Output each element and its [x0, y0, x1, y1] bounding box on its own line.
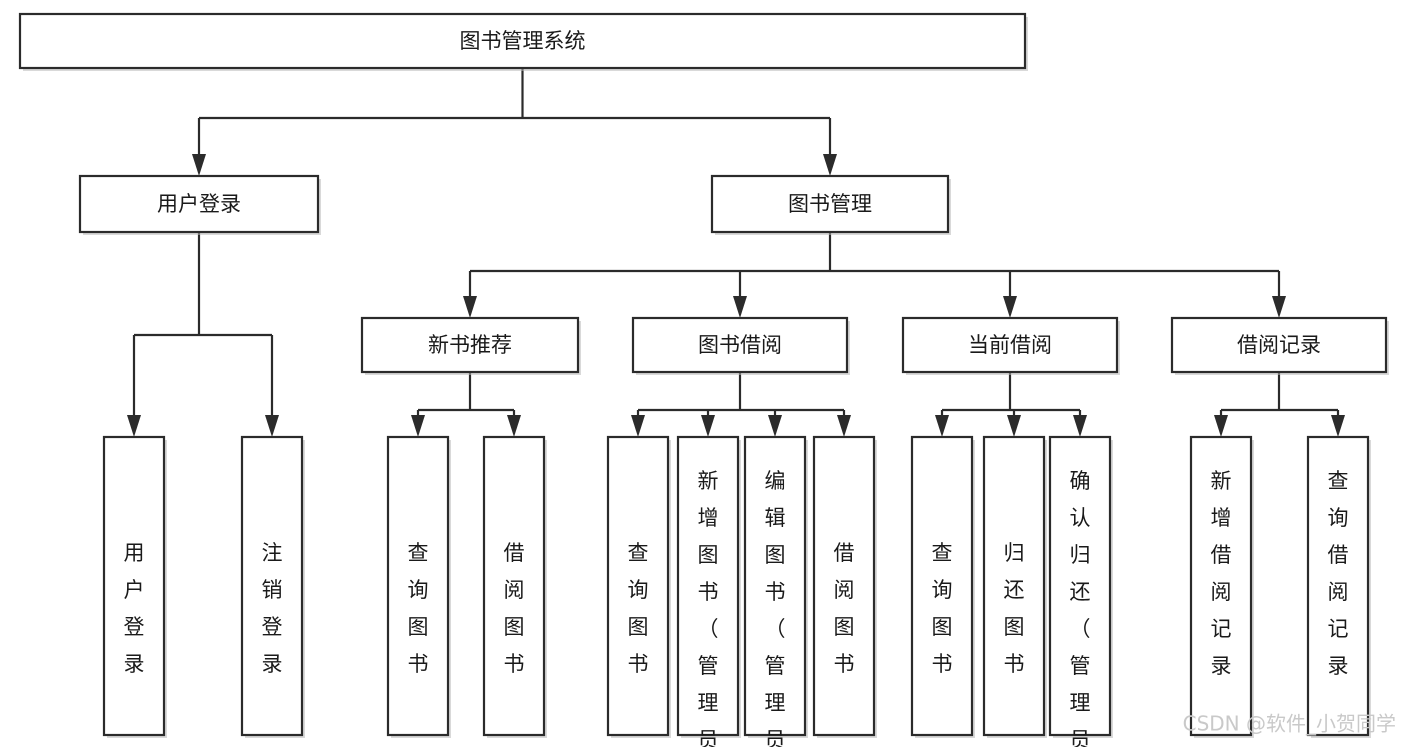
node-box-leaf-logout[interactable] [240, 435, 304, 737]
node-box-leaf-edit-book-admin[interactable] [743, 435, 807, 737]
edges-from-root [192, 68, 837, 176]
node-label-borrow-records: 借阅记录 [1237, 333, 1321, 357]
arrowhead [823, 154, 837, 176]
node-label-leaf-confirm-return-admin: 确认归还（管理员） [1070, 469, 1091, 747]
arrowhead [631, 415, 645, 437]
arrowhead [701, 415, 715, 437]
node-label-leaf-add-borrow-record: 新增借阅记录 [1211, 469, 1232, 678]
node-label-current-borrow: 当前借阅 [968, 333, 1052, 357]
node-box-leaf-user-login[interactable] [102, 435, 166, 737]
node-box-current-borrow[interactable] [901, 316, 1119, 374]
node-current-borrow[interactable]: 当前借阅 [901, 316, 1120, 375]
arrowhead [192, 154, 206, 176]
node-leaf-edit-book-admin[interactable]: 编辑图书（管理员） [743, 435, 808, 747]
arrowhead [127, 415, 141, 437]
arrowhead [733, 296, 747, 318]
connector-layer [127, 68, 1345, 437]
node-leaf-borrow-book-2[interactable]: 借阅图书 [812, 435, 877, 738]
node-box-leaf-borrow-book-2[interactable] [812, 435, 876, 737]
node-box-leaf-add-book-admin[interactable] [676, 435, 740, 737]
node-label-leaf-borrow-book-2: 借阅图书 [834, 541, 855, 676]
node-label-book-manage: 图书管理 [788, 192, 872, 216]
node-book-manage[interactable]: 图书管理 [710, 174, 951, 235]
node-root[interactable]: 图书管理系统 [18, 12, 1028, 71]
arrowhead [1003, 296, 1017, 318]
node-leaf-add-borrow-record[interactable]: 新增借阅记录 [1189, 435, 1254, 738]
node-label-leaf-query-book-1: 查询图书 [408, 541, 429, 676]
node-label-leaf-return-book: 归还图书 [1004, 541, 1025, 676]
arrowhead [1272, 296, 1286, 318]
node-label-root: 图书管理系统 [460, 29, 586, 53]
node-label-leaf-logout: 注销登录 [262, 541, 283, 676]
node-box-leaf-query-book-2[interactable] [606, 435, 670, 737]
arrowhead [837, 415, 851, 437]
node-leaf-logout[interactable]: 注销登录 [240, 435, 305, 738]
arrowhead [1007, 415, 1021, 437]
node-box-borrow-records[interactable] [1170, 316, 1388, 374]
node-layer: 图书管理系统用户登录图书管理新书推荐图书借阅当前借阅借阅记录用户登录注销登录查询… [18, 12, 1389, 747]
node-user-login[interactable]: 用户登录 [78, 174, 321, 235]
arrowhead [1214, 415, 1228, 437]
node-box-leaf-confirm-return-admin[interactable] [1048, 435, 1112, 737]
node-label-leaf-edit-book-admin: 编辑图书（管理员） [765, 469, 786, 747]
node-label-leaf-query-borrow-record: 查询借阅记录 [1328, 469, 1349, 678]
node-box-user-login[interactable] [78, 174, 320, 234]
arrowhead [463, 296, 477, 318]
node-borrow-records[interactable]: 借阅记录 [1170, 316, 1389, 375]
node-leaf-query-book-2[interactable]: 查询图书 [606, 435, 671, 738]
node-label-leaf-query-book-3: 查询图书 [932, 541, 953, 676]
arrowhead [1073, 415, 1087, 437]
node-label-user-login: 用户登录 [157, 192, 241, 216]
node-box-leaf-borrow-book-1[interactable] [482, 435, 546, 737]
node-box-book-manage[interactable] [710, 174, 950, 234]
arrowhead [768, 415, 782, 437]
node-box-root[interactable] [18, 12, 1027, 70]
edges-from-new-book-recommend [411, 372, 521, 437]
node-box-leaf-return-book[interactable] [982, 435, 1046, 737]
arrowhead [507, 415, 521, 437]
node-box-new-book-recommend[interactable] [360, 316, 580, 374]
edges-from-user-login [127, 232, 279, 437]
node-leaf-add-book-admin[interactable]: 新增图书（管理员） [676, 435, 741, 747]
node-new-book-recommend[interactable]: 新书推荐 [360, 316, 581, 375]
node-leaf-query-borrow-record[interactable]: 查询借阅记录 [1306, 435, 1371, 738]
node-leaf-query-book-3[interactable]: 查询图书 [910, 435, 975, 738]
node-label-book-borrow: 图书借阅 [698, 333, 782, 357]
node-box-leaf-query-borrow-record[interactable] [1306, 435, 1370, 737]
node-label-new-book-recommend: 新书推荐 [428, 333, 512, 357]
edges-from-current-borrow [935, 372, 1087, 437]
node-leaf-user-login[interactable]: 用户登录 [102, 435, 167, 738]
node-leaf-borrow-book-1[interactable]: 借阅图书 [482, 435, 547, 738]
arrowhead [1331, 415, 1345, 437]
edges-from-borrow-records [1214, 372, 1345, 437]
node-leaf-confirm-return-admin[interactable]: 确认归还（管理员） [1048, 435, 1113, 747]
node-label-leaf-query-book-2: 查询图书 [628, 541, 649, 676]
node-leaf-return-book[interactable]: 归还图书 [982, 435, 1047, 738]
node-box-leaf-add-borrow-record[interactable] [1189, 435, 1253, 737]
node-book-borrow[interactable]: 图书借阅 [631, 316, 850, 375]
node-box-leaf-query-book-1[interactable] [386, 435, 450, 737]
arrowhead [935, 415, 949, 437]
csdn-watermark: CSDN @软件_小贺同学 [1183, 712, 1396, 736]
node-box-leaf-query-book-3[interactable] [910, 435, 974, 737]
node-label-leaf-user-login: 用户登录 [124, 541, 145, 676]
node-label-leaf-add-book-admin: 新增图书（管理员） [698, 469, 719, 747]
arrowhead [265, 415, 279, 437]
node-label-leaf-borrow-book-1: 借阅图书 [504, 541, 525, 676]
node-leaf-query-book-1[interactable]: 查询图书 [386, 435, 451, 738]
edges-from-book-manage [463, 232, 1286, 318]
edges-from-book-borrow [631, 372, 851, 437]
arrowhead [411, 415, 425, 437]
node-box-book-borrow[interactable] [631, 316, 849, 374]
